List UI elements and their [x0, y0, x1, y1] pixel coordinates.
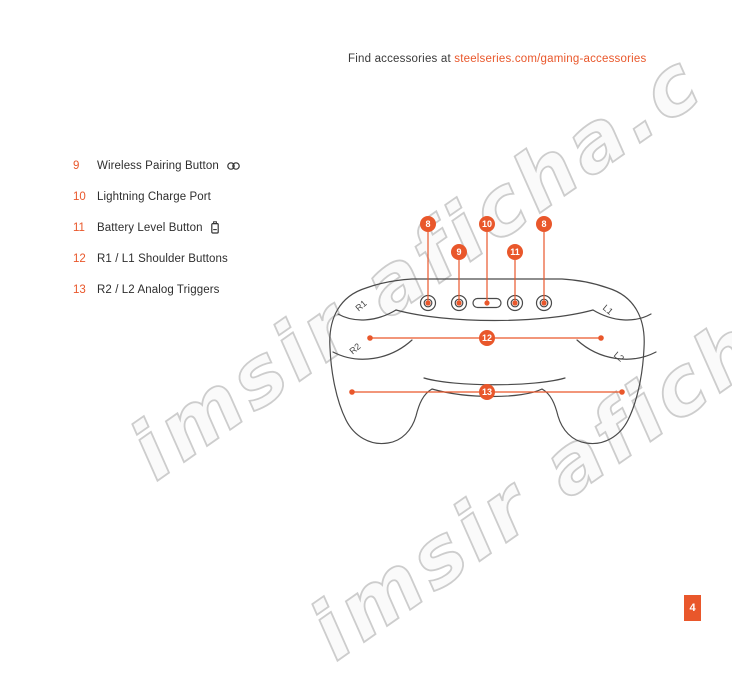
legend-item-wireless-pairing: 9 Wireless Pairing Button	[73, 150, 241, 181]
controller-outline	[329, 278, 657, 445]
legend-list: 9 Wireless Pairing Button 10 Lightning C…	[73, 150, 241, 305]
callout-badges: 8 9 10 11 8 12	[420, 216, 552, 400]
svg-text:8: 8	[425, 219, 430, 229]
label-l2: L2	[612, 350, 626, 364]
callout-badge-9: 9	[451, 244, 467, 260]
legend-label: Lightning Charge Port	[97, 190, 211, 203]
label-r1: R1	[353, 298, 368, 313]
label-l1: L1	[601, 303, 615, 317]
button-labels: R1 R2 L1 L2	[347, 298, 626, 364]
legend-label: R1 / L1 Shoulder Buttons	[97, 252, 228, 265]
callout-badge-8-right: 8	[536, 216, 552, 232]
accessories-note: Find accessories at steelseries.com/gami…	[348, 53, 646, 65]
legend-label: R2 / L2 Analog Triggers	[97, 283, 220, 296]
legend-item-shoulder-buttons: 12 R1 / L1 Shoulder Buttons	[73, 243, 241, 274]
svg-text:13: 13	[482, 387, 492, 397]
pairing-icon	[226, 161, 241, 171]
legend-label: Wireless Pairing Button	[97, 159, 219, 172]
callout-badge-10: 10	[479, 216, 495, 232]
accessories-link[interactable]: steelseries.com/gaming-accessories	[454, 53, 647, 65]
battery-icon	[210, 221, 220, 234]
controller-body-outline	[329, 278, 645, 445]
svg-text:9: 9	[456, 247, 461, 257]
page-number-badge: 4	[684, 595, 701, 621]
svg-text:10: 10	[482, 219, 492, 229]
legend-number: 9	[73, 159, 80, 172]
legend-number: 13	[73, 283, 86, 296]
left-trigger-divider	[332, 339, 413, 360]
legend-item-battery-level: 11 Battery Level Button	[73, 212, 241, 243]
right-trigger-divider	[576, 339, 657, 360]
legend-item-charge-port: 10 Lightning Charge Port	[73, 181, 241, 212]
callout-badge-11: 11	[507, 244, 523, 260]
callout-badge-12: 12	[479, 330, 495, 346]
front-edge-arch	[423, 377, 566, 386]
legend-item-analog-triggers: 13 R2 / L2 Analog Triggers	[73, 274, 241, 305]
page-number: 4	[689, 602, 696, 614]
left-shoulder-divider	[337, 309, 397, 321]
svg-text:12: 12	[482, 333, 492, 343]
legend-number: 10	[73, 190, 86, 203]
callout-dots	[349, 300, 625, 395]
svg-text:11: 11	[510, 247, 520, 257]
right-shoulder-divider	[592, 309, 652, 321]
label-r2: R2	[347, 341, 362, 356]
accessories-note-text: Find accessories at	[348, 53, 455, 65]
legend-number: 11	[73, 221, 85, 234]
callout-badge-8-left: 8	[420, 216, 436, 232]
legend-number: 12	[73, 252, 86, 265]
callout-badge-13: 13	[479, 384, 495, 400]
top-band-bottom-edge	[395, 309, 594, 322]
svg-text:8: 8	[541, 219, 546, 229]
legend-label: Battery Level Button	[97, 221, 203, 234]
controller-diagram: R1 R2 L1 L2 8	[322, 210, 667, 460]
